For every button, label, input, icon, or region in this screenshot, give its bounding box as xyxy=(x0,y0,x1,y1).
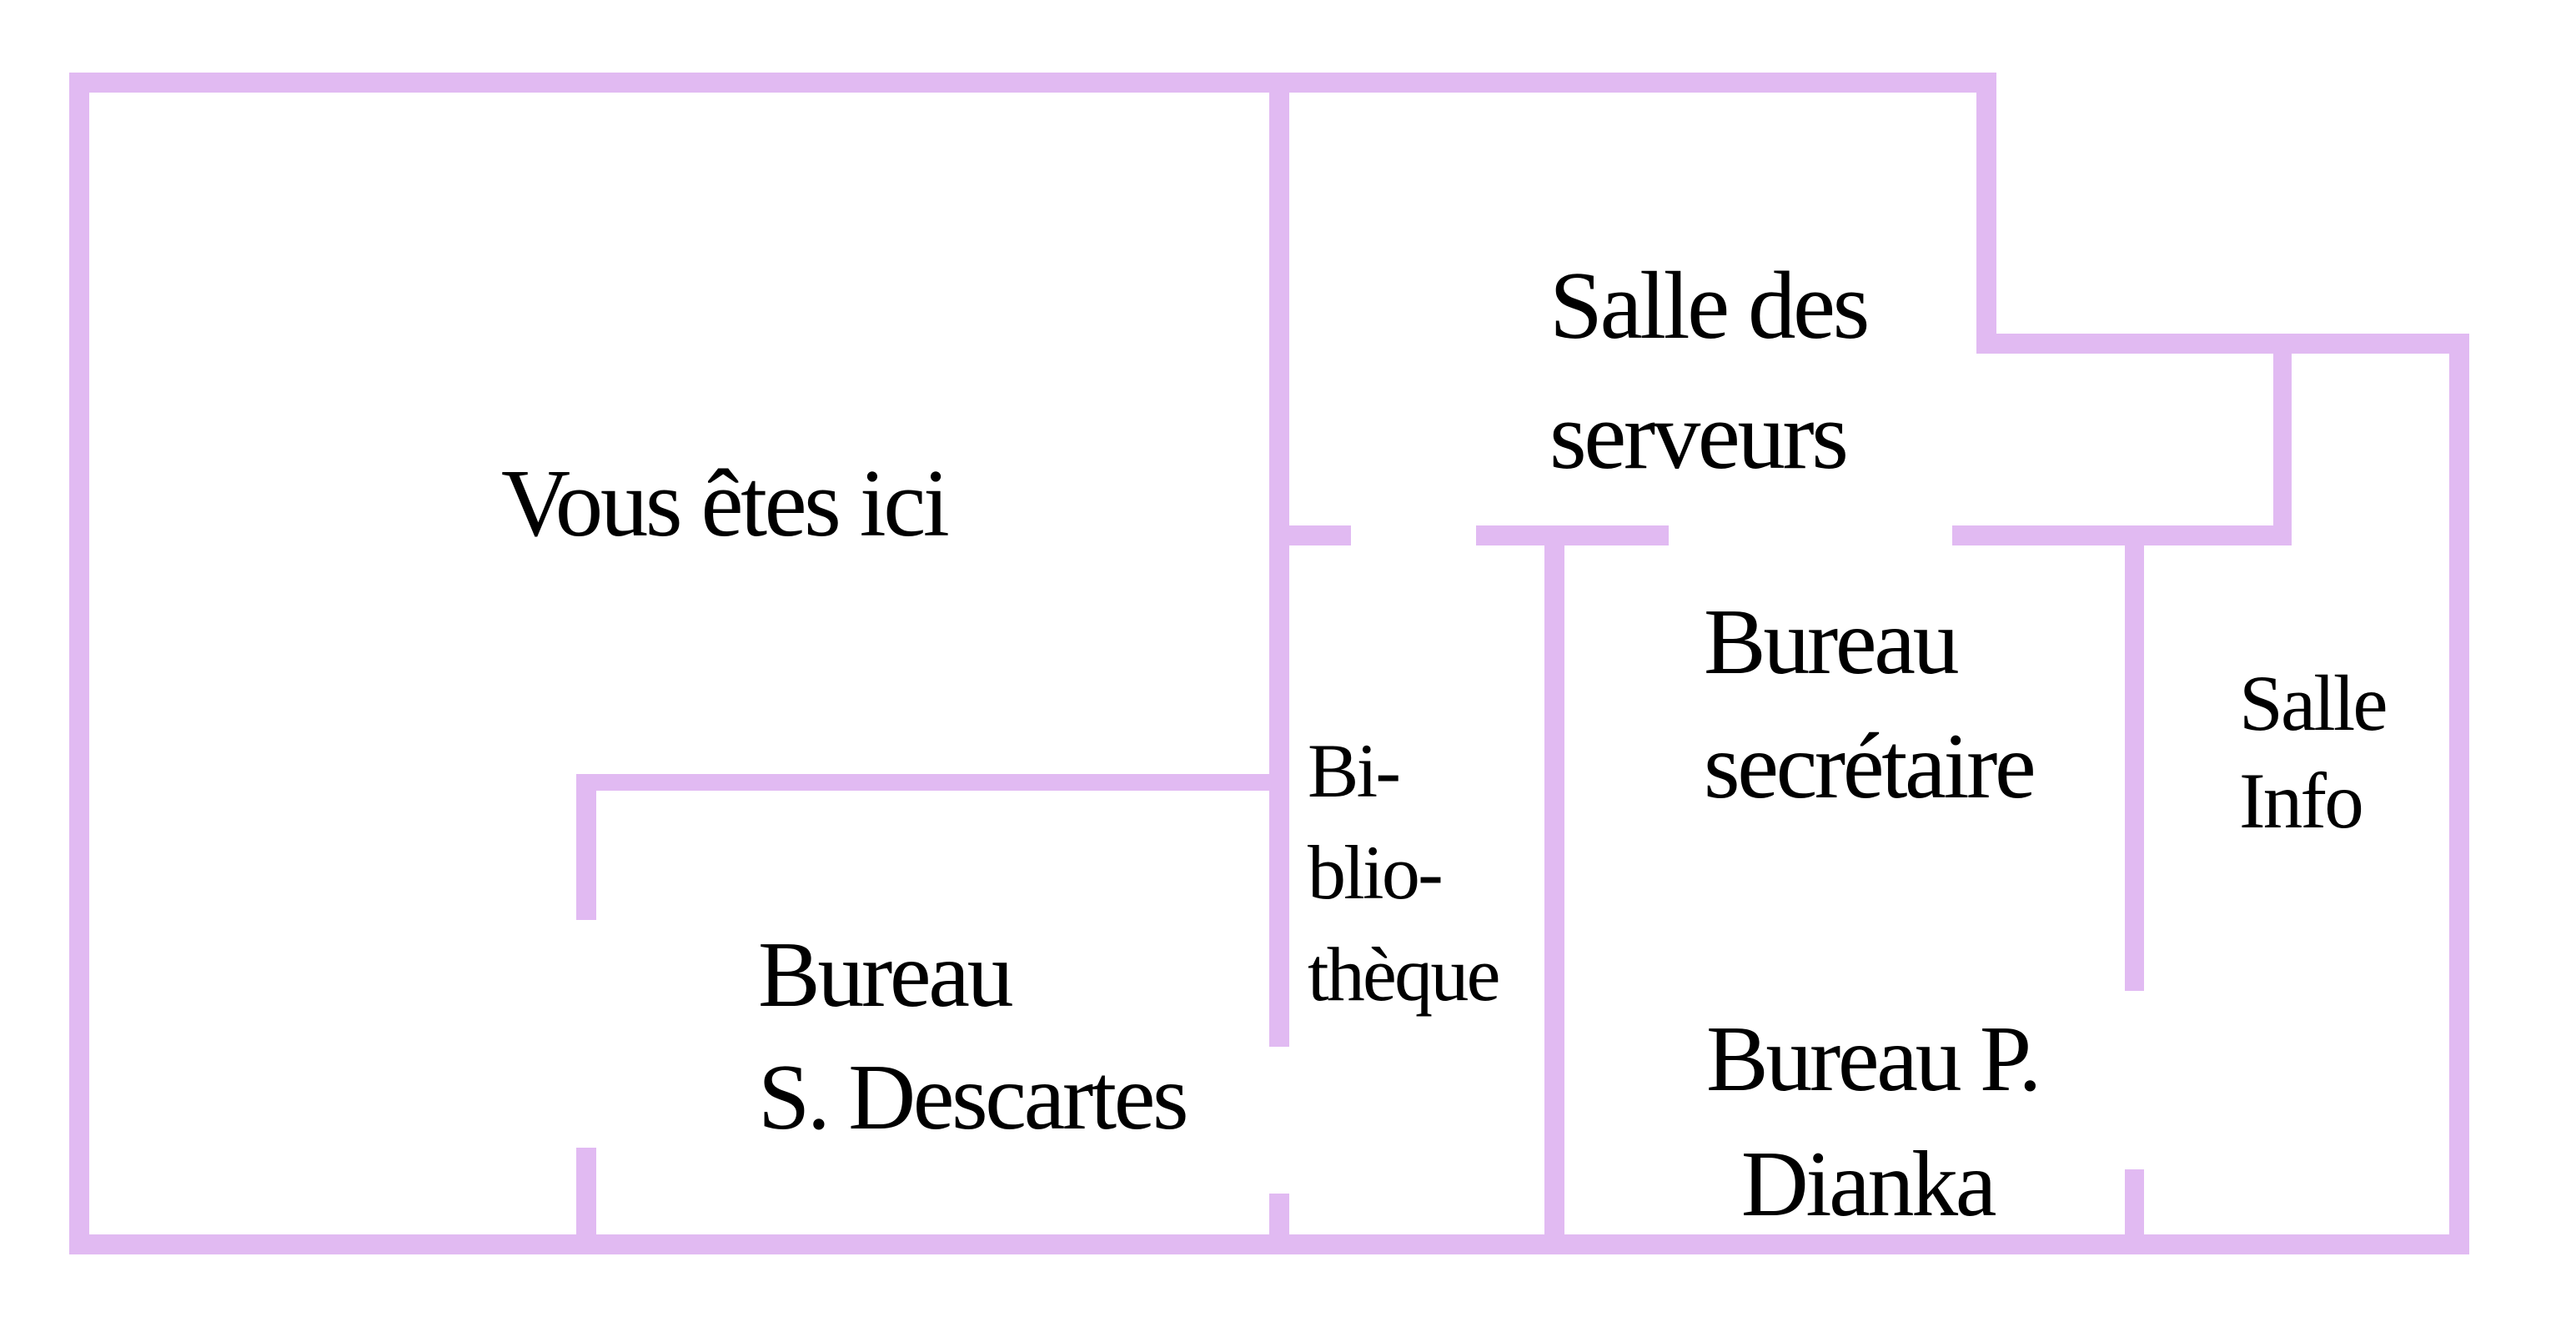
room-label-line: serveurs xyxy=(1549,383,1849,489)
descartes-left-wall-lower xyxy=(576,1148,596,1234)
room-label-line: Dianka xyxy=(1740,1133,1997,1236)
room-label-bureau-secretaire: Bureau secrétaire xyxy=(1704,581,2121,829)
room-label-line: Bureau P. xyxy=(1706,1008,2041,1111)
room-label-salle-des-serveurs: Salle des serveurs xyxy=(1549,241,1966,501)
bibliotheque-right-wall xyxy=(1544,545,1564,1234)
central-divider-upper xyxy=(1269,73,1289,1047)
room-label-bureau-p-dianka: Bureau P. Dianka xyxy=(1706,997,2041,1247)
room-label-line: Info xyxy=(2239,756,2364,845)
room-label-line: Bureau xyxy=(1704,591,1960,694)
salle-info-left-wall-lower xyxy=(2125,1169,2144,1234)
room-label-line: Vous êtes ici xyxy=(501,450,950,556)
room-label-line: Salle xyxy=(2239,659,2388,747)
room-label-vous-etes-ici: Vous êtes ici xyxy=(501,439,1002,569)
outer-right-wall xyxy=(2449,334,2469,1254)
room-label-line: Bi- xyxy=(1308,728,1401,813)
room-label-line: S. Descartes xyxy=(758,1046,1189,1149)
room-label-bibliotheque: Bi-blio-thèque xyxy=(1308,720,1544,1025)
serveurs-bottom-middle xyxy=(1476,525,1669,545)
descartes-left-wall-upper xyxy=(576,774,596,920)
room-label-line: thèque xyxy=(1308,932,1500,1017)
central-divider-lower xyxy=(1269,1194,1289,1254)
room-label-line: Bureau xyxy=(758,923,1014,1027)
serveurs-bottom-left-stub xyxy=(1289,525,1351,545)
descartes-top-wall xyxy=(576,774,1289,791)
room-label-line: Salle des xyxy=(1549,253,1870,359)
serveurs-bottom-right xyxy=(1952,525,2291,545)
serveurs-corridor-vertical xyxy=(2273,354,2292,545)
top-right-step-vertical xyxy=(1976,73,1996,354)
top-right-horizontal xyxy=(1976,334,2469,354)
outer-top-wall xyxy=(69,73,1996,93)
salle-info-left-wall-upper xyxy=(2125,545,2144,991)
room-label-line: secrétaire xyxy=(1704,715,2036,818)
room-label-line: blio- xyxy=(1308,830,1444,915)
room-label-bureau-s-descartes: Bureau S. Descartes xyxy=(758,914,1225,1159)
outer-left-wall xyxy=(69,73,89,1254)
